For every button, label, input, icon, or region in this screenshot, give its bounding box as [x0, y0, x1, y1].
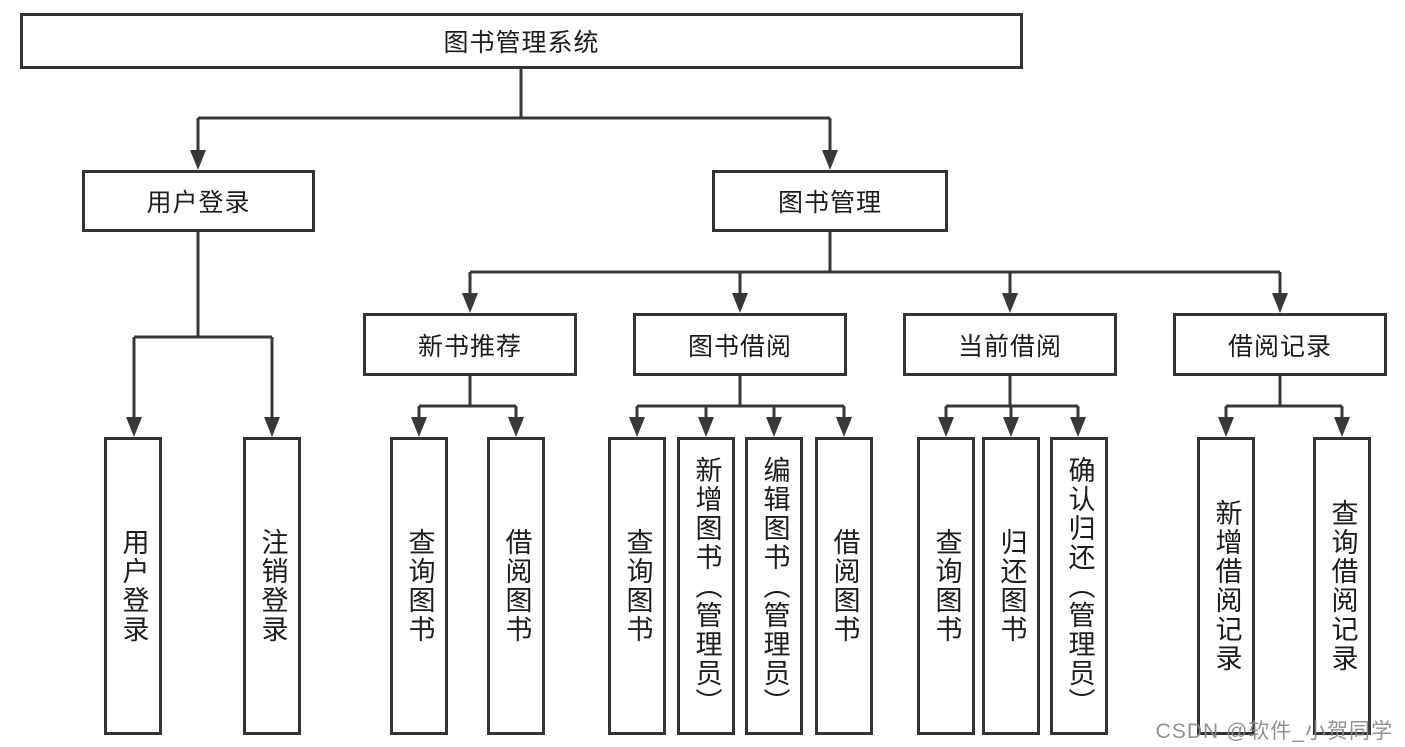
leaf-user-login: 用户登录 — [104, 437, 162, 735]
arrowhead-icons — [126, 150, 1350, 437]
leaf-query-books-borrow: 查询图书 — [608, 437, 666, 735]
leaf-return-books: 归还图书 — [982, 437, 1040, 735]
leaf-logout: 注销登录 — [243, 437, 301, 735]
leaf-borrow-books: 借阅图书 — [815, 437, 873, 735]
node-book-borrow: 图书借阅 — [633, 313, 847, 376]
leaf-borrow-books-recommend: 借阅图书 — [487, 437, 545, 735]
leaf-add-borrow-record: 新增借阅记录 — [1197, 437, 1255, 735]
watermark-text: CSDN @软件_小贺同学 — [1155, 720, 1393, 743]
node-root-system: 图书管理系统 — [20, 13, 1023, 69]
leaf-confirm-return-admin: 确认归还（管理员） — [1050, 437, 1108, 735]
leaf-edit-books-admin: 编辑图书（管理员） — [745, 437, 803, 735]
leaf-query-books-current: 查询图书 — [917, 437, 975, 735]
node-current-borrow: 当前借阅 — [903, 313, 1117, 376]
leaf-query-books-recommend: 查询图书 — [390, 437, 448, 735]
node-user-login: 用户登录 — [82, 170, 315, 232]
node-book-management: 图书管理 — [712, 170, 948, 232]
leaf-add-books-admin: 新增图书（管理员） — [677, 437, 735, 735]
node-borrow-records: 借阅记录 — [1173, 313, 1387, 376]
leaf-query-borrow-record: 查询借阅记录 — [1313, 437, 1371, 735]
connector-lines — [132, 69, 1344, 420]
node-new-book-recommend: 新书推荐 — [363, 313, 577, 376]
